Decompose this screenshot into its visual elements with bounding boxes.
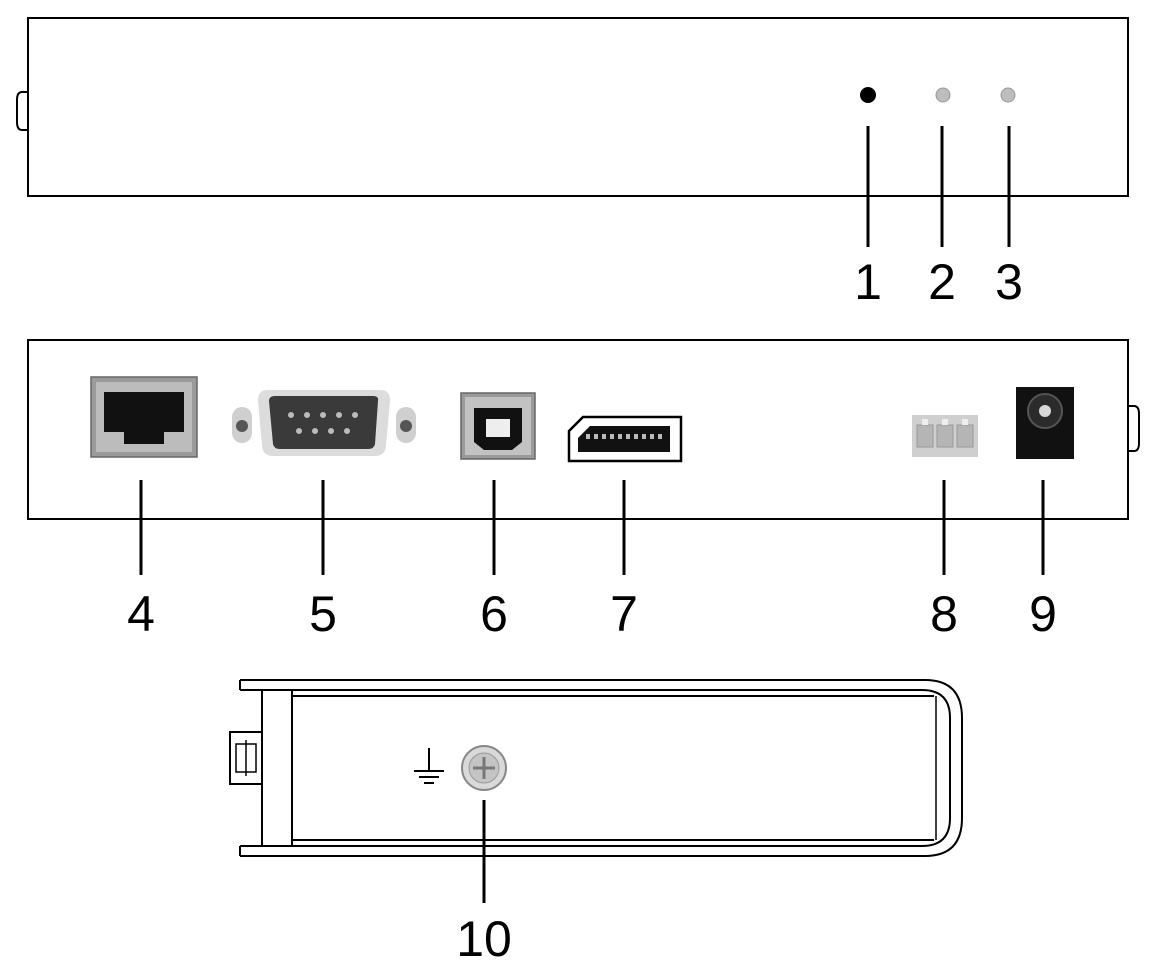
- front-panel: 1 2 3: [16, 17, 1129, 310]
- side-panel-left-plate: [261, 689, 293, 847]
- rear-panel: 4 5 6 7 8 9: [27, 339, 1140, 642]
- db9-serial-port-icon: [232, 390, 416, 456]
- front-panel-side-tab: [16, 91, 28, 131]
- ground-symbol-icon: [414, 748, 444, 784]
- callout-number-10: 10: [456, 911, 512, 965]
- callout-number-7: 7: [610, 586, 638, 642]
- dc-power-jack-icon: [1016, 387, 1074, 459]
- usb-b-port-icon: [460, 392, 536, 460]
- rj45-port-icon: [90, 376, 198, 458]
- callout-number-3: 3: [995, 254, 1023, 310]
- callout-number-5: 5: [309, 586, 337, 642]
- displayport-icon: [567, 415, 683, 463]
- grounding-screw-icon: [461, 745, 507, 791]
- side-panel-inner: [240, 689, 951, 847]
- callout-number-4: 4: [127, 586, 155, 642]
- callout-number-1: 1: [854, 254, 882, 310]
- gray-led-indicator-icon: [935, 87, 951, 103]
- front-panel-body: [27, 17, 1129, 197]
- rear-panel-side-tab: [1128, 405, 1140, 452]
- gray-led-indicator-icon: [1000, 87, 1016, 103]
- black-indicator-dot-icon: [860, 87, 876, 103]
- terminal-block-icon: [912, 415, 978, 457]
- callout-number-8: 8: [930, 586, 958, 642]
- callout-number-6: 6: [480, 586, 508, 642]
- side-panel-outer: [240, 679, 963, 857]
- callout-number-2: 2: [928, 254, 956, 310]
- callout-number-9: 9: [1029, 586, 1057, 642]
- side-panel: 10: [229, 679, 963, 965]
